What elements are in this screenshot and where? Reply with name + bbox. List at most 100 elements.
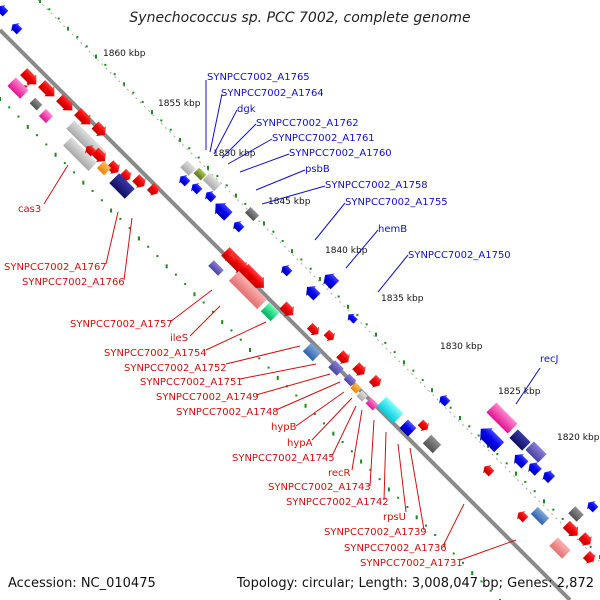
gene-arrow[interactable] (582, 550, 599, 567)
gene-arrow[interactable] (474, 422, 505, 453)
gene-arrow[interactable] (306, 322, 323, 339)
gene-arrow[interactable] (302, 342, 322, 362)
gene-label[interactable]: SYNPCC7002_A1767 (4, 262, 107, 273)
gene-label[interactable]: SYNPCC7002_A1765 (207, 72, 310, 83)
gene-arrow[interactable] (510, 450, 530, 470)
gene-label[interactable]: SYNPCC7002_A1764 (221, 88, 324, 99)
gene-arrow[interactable] (561, 519, 582, 540)
gene-arrow[interactable] (260, 302, 280, 322)
gene-arrow[interactable] (244, 206, 260, 222)
gene-label[interactable]: SYNPCC7002_A1762 (256, 118, 359, 129)
gene-label[interactable]: SYNPCC7002_A1754 (104, 348, 207, 359)
gene-arrow[interactable] (131, 173, 149, 191)
gene-arrow[interactable] (202, 172, 222, 192)
gene-arrow[interactable] (0, 2, 10, 18)
gene-arrow[interactable] (540, 468, 557, 485)
gene-label[interactable]: SYNPCC7002_A1760 (289, 148, 392, 159)
gene-label[interactable]: SYNPCC7002_A1757 (70, 319, 173, 330)
gene-arrow[interactable] (202, 188, 218, 204)
gc-dot (45, 143, 48, 146)
gene-label[interactable]: SYNPCC7002_A1750 (408, 250, 511, 261)
gene-label[interactable]: psbB (305, 164, 330, 175)
gene-arrow[interactable] (55, 93, 78, 116)
gene-arrow[interactable] (319, 269, 340, 290)
gene-arrow[interactable] (210, 198, 234, 222)
gene-arrow[interactable] (422, 434, 442, 454)
gene-arrow[interactable] (188, 180, 204, 196)
gene-arrow[interactable] (90, 120, 110, 140)
gene-arrow[interactable] (368, 374, 385, 391)
gene-arrow[interactable] (525, 459, 543, 477)
gene-label[interactable]: recR (328, 468, 351, 479)
gene-arrow[interactable] (63, 137, 97, 171)
gc-dot (184, 282, 187, 285)
gene-arrow[interactable] (480, 462, 496, 478)
gene-arrow[interactable] (343, 373, 357, 387)
gene-arrow[interactable] (436, 392, 452, 408)
gene-arrow[interactable] (365, 397, 379, 411)
gene-arrow[interactable] (549, 537, 571, 559)
gene-arrow[interactable] (105, 159, 123, 177)
gene-label[interactable]: SYNPCC7002_A1761 (272, 133, 375, 144)
gene-arrow[interactable] (486, 402, 518, 434)
gene-arrow[interactable] (8, 20, 24, 36)
gene-arrow[interactable] (322, 328, 338, 344)
gene-arrow[interactable] (302, 282, 322, 302)
gene-label[interactable]: SYNPCC7002_A1739 (324, 527, 427, 538)
gene-arrow[interactable] (73, 107, 96, 130)
gene-arrow[interactable] (37, 79, 60, 102)
gene-arrow[interactable] (66, 120, 106, 160)
gene-arrow[interactable] (345, 311, 359, 325)
gene-label[interactable]: ileS (170, 333, 188, 344)
gene-arrow[interactable] (278, 262, 294, 278)
gene-arrow[interactable] (208, 260, 224, 276)
gene-label[interactable]: SYNPCC7002_A1755 (345, 197, 448, 208)
gene-label[interactable]: SYNPCC7002_A1766 (22, 277, 125, 288)
gene-arrow[interactable] (568, 506, 584, 522)
gc-dot (0, 97, 1, 101)
gene-arrow[interactable] (7, 77, 29, 99)
gene-arrow[interactable] (228, 270, 268, 310)
gene-label[interactable]: hypB (271, 422, 297, 433)
gene-arrow[interactable] (577, 531, 595, 549)
gene-arrow[interactable] (514, 508, 530, 524)
gene-arrow[interactable] (238, 262, 269, 293)
gc-dot (384, 341, 387, 344)
gene-arrow[interactable] (109, 173, 135, 199)
gene-arrow[interactable] (356, 390, 368, 402)
gene-arrow[interactable] (335, 349, 353, 367)
gene-arrow[interactable] (376, 396, 404, 424)
gene-arrow[interactable] (328, 360, 344, 376)
gene-label[interactable]: rpsU (383, 512, 406, 523)
gene-arrow[interactable] (193, 167, 207, 181)
gene-label[interactable]: SYNPCC7002_A1751 (140, 377, 243, 388)
gene-label[interactable]: SYNPCC7002_A1748 (176, 407, 279, 418)
gene-arrow[interactable] (230, 218, 246, 234)
gene-label[interactable]: cas3 (18, 204, 41, 215)
gene-label[interactable]: SYNPCC7002_A1736 (344, 543, 447, 554)
gene-arrow[interactable] (525, 441, 547, 463)
gene-label[interactable]: SYNPCC7002_A1745 (232, 453, 335, 464)
gene-label[interactable]: SYNPCC7002_A1742 (286, 497, 389, 508)
gene-label[interactable]: SYNPCC7002_A1731 (360, 558, 463, 569)
gene-label[interactable]: hypA (287, 438, 313, 449)
gene-arrow[interactable] (530, 506, 550, 526)
gene-arrow[interactable] (416, 418, 432, 434)
gene-arrow[interactable] (351, 361, 369, 379)
gene-label[interactable]: hemB (378, 224, 407, 235)
gene-arrow[interactable] (19, 67, 42, 90)
gene-arrow[interactable] (278, 300, 298, 320)
gene-label[interactable]: SYNPCC7002_A1749 (156, 392, 259, 403)
gene-label[interactable]: SYNPCC7002_A1752 (124, 363, 227, 374)
gene-label[interactable]: SYNPCC7002_A1758 (325, 180, 428, 191)
gene-label[interactable]: dgk (237, 104, 256, 115)
gene-arrow[interactable] (509, 429, 531, 451)
gene-label[interactable]: SYNPCC7002_A1743 (268, 482, 371, 493)
gene-arrow[interactable] (38, 108, 54, 124)
gene-arrow[interactable] (146, 182, 163, 199)
gene-arrow[interactable] (29, 97, 43, 111)
gene-arrow[interactable] (584, 498, 600, 514)
gene-label[interactable]: recJ (540, 354, 559, 365)
gene-arrow[interactable] (96, 160, 112, 176)
gene-arrow[interactable] (180, 160, 196, 176)
